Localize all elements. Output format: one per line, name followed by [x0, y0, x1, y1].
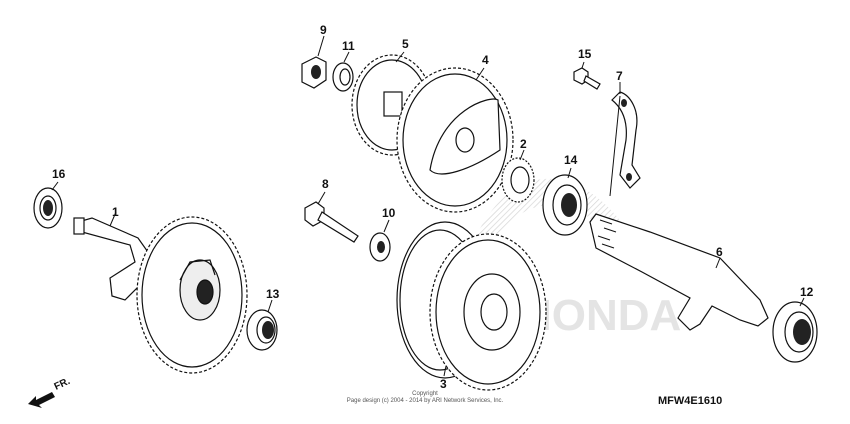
- callout-6: 6: [716, 245, 723, 259]
- copyright-block: Copyright Page design (c) 2004 - 2014 by…: [347, 391, 504, 404]
- callout-16: 16: [52, 167, 66, 181]
- part-8-bolt: [304, 201, 359, 243]
- watermark-text: HONDA: [520, 291, 681, 340]
- front-direction-indicator: FR.: [28, 376, 72, 408]
- callout-11: 11: [342, 39, 355, 53]
- callout-8: 8: [322, 177, 329, 191]
- part-11-washer: [332, 62, 354, 92]
- part-14-bearing: [542, 174, 588, 236]
- part-1-gear-shaft: [73, 216, 248, 374]
- callout-4: 4: [482, 53, 489, 67]
- callout-10: 10: [382, 206, 396, 220]
- part-3-clutch-gear: [396, 221, 547, 391]
- callout-1: 1: [112, 205, 119, 219]
- part-13-bearing: [246, 309, 278, 351]
- callout-15: 15: [578, 47, 592, 61]
- callout-numbers: 16 1 13 9 11 5 4 2 14 8 10 3 15 7 6 12: [52, 23, 814, 391]
- front-arrow-icon: [28, 392, 55, 408]
- callout-7: 7: [616, 69, 623, 83]
- diagram-code: MFW4E1610: [658, 395, 722, 407]
- front-label: FR.: [53, 376, 72, 393]
- leader-lines: [51, 35, 805, 377]
- part-2-needle-bearing: [501, 157, 535, 203]
- part-7-bracket: [611, 91, 641, 189]
- callout-13: 13: [266, 287, 280, 301]
- callout-3: 3: [440, 377, 447, 391]
- part-4-gear: [396, 67, 514, 213]
- part-16-bearing: [33, 187, 63, 229]
- copyright-title: Copyright: [412, 391, 438, 397]
- part-6-countershaft: [589, 213, 769, 331]
- part-15-bolt: [573, 67, 601, 90]
- part-10-washer: [369, 232, 391, 262]
- callout-5: 5: [402, 37, 409, 51]
- callout-14: 14: [564, 153, 578, 167]
- callout-9: 9: [320, 23, 327, 37]
- part-12-bearing: [772, 301, 818, 363]
- part-9-nut: [301, 56, 327, 89]
- copyright-line: Page design (c) 2004 - 2014 by ARI Netwo…: [347, 398, 504, 404]
- callout-2: 2: [520, 137, 527, 151]
- callout-12: 12: [800, 285, 814, 299]
